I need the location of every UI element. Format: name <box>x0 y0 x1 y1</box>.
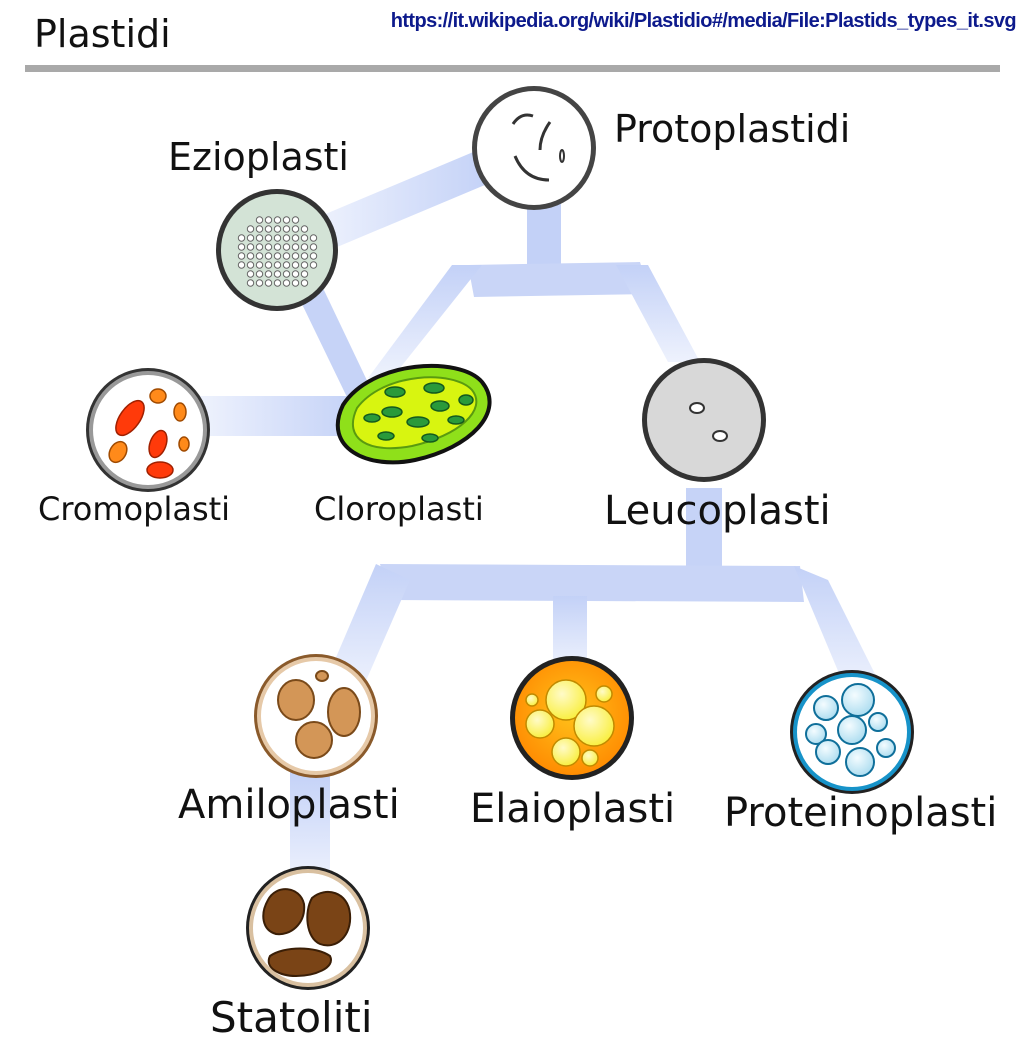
prolamellar-dot <box>291 243 300 251</box>
prolamellar-dot <box>255 216 264 224</box>
prolamellar-dot <box>255 225 264 233</box>
label-leucoplasti: Leucoplasti <box>604 488 831 534</box>
prolamellar-dot <box>300 234 309 242</box>
label-cloroplasti: Cloroplasti <box>314 490 484 528</box>
connector-branch-to-leucoplasti <box>616 265 700 362</box>
prolamellar-dot <box>246 234 255 242</box>
connector-leucoplasti-trunk <box>686 488 722 578</box>
prolamellar-body <box>237 216 318 287</box>
prolamellar-dot <box>282 279 291 287</box>
label-protoplastidi: Protoplastidi <box>614 107 850 151</box>
prolamellar-dot <box>309 243 318 251</box>
prolamellar-dot <box>255 252 264 260</box>
prolamellar-dot <box>246 261 255 269</box>
prolamellar-dot <box>273 216 282 224</box>
prolamellar-dot <box>264 234 273 242</box>
prolamellar-dot <box>282 243 291 251</box>
label-statoliti: Statoliti <box>210 993 373 1042</box>
prolamellar-dot <box>291 225 300 233</box>
prolamellar-dot <box>300 243 309 251</box>
connector-branch-bar-bottom <box>380 564 804 602</box>
prolamellar-dot <box>282 270 291 278</box>
prolamellar-dot <box>282 225 291 233</box>
prolamellar-dot <box>282 252 291 260</box>
prolamellar-dot <box>237 234 246 242</box>
prolamellar-dot <box>246 225 255 233</box>
prolamellar-dot <box>273 279 282 287</box>
label-proteinoplasti: Proteinoplasti <box>724 790 997 836</box>
leucoplasti-plastid <box>642 358 766 482</box>
label-amiloplasti: Amiloplasti <box>178 782 400 828</box>
source-url-link[interactable]: https://it.wikipedia.org/wiki/Plastidio#… <box>390 10 1017 32</box>
prolamellar-dot <box>255 279 264 287</box>
prolamellar-dot <box>273 270 282 278</box>
prolamellar-dot <box>309 252 318 260</box>
elaioplasti-plastid <box>510 656 634 780</box>
prolamellar-dot <box>309 261 318 269</box>
prolamellar-dot <box>282 234 291 242</box>
prolamellar-dot <box>291 252 300 260</box>
prolamellar-dot <box>291 279 300 287</box>
prolamellar-dot <box>309 234 318 242</box>
connector-protoplastidi-ezioplasti <box>316 150 492 250</box>
prolamellar-dot <box>246 252 255 260</box>
prolamellar-dot <box>300 261 309 269</box>
prolamellar-dot <box>291 216 300 224</box>
proteinoplasti-plastid <box>790 670 914 794</box>
connector-amiloplasti-statoliti <box>290 770 330 882</box>
prolamellar-dot <box>282 261 291 269</box>
prolamellar-dot <box>264 261 273 269</box>
prolamellar-dot <box>264 216 273 224</box>
prolamellar-dot <box>282 216 291 224</box>
prolamellar-dot <box>291 270 300 278</box>
prolamellar-dot <box>237 243 246 251</box>
connector-branch-to-cloroplasti <box>368 265 482 378</box>
prolamellar-dot <box>273 243 282 251</box>
connector-branch-to-amiloplasti <box>328 564 410 690</box>
prolamellar-dot <box>237 261 246 269</box>
header-divider <box>25 65 1000 72</box>
connector-branch-bar-top <box>468 262 650 297</box>
prolamellar-dot <box>255 261 264 269</box>
prolamellar-dot <box>246 243 255 251</box>
prolamellar-dot <box>273 234 282 242</box>
label-cromoplasti: Cromoplasti <box>38 490 230 528</box>
prolamellar-dot <box>246 279 255 287</box>
prolamellar-dot <box>264 252 273 260</box>
prolamellar-dot <box>264 225 273 233</box>
label-elaioplasti: Elaioplasti <box>470 786 675 832</box>
page-title: Plastidi <box>34 12 171 56</box>
prolamellar-dot <box>255 270 264 278</box>
prolamellar-dot <box>255 243 264 251</box>
prolamellar-dot <box>300 279 309 287</box>
prolamellar-dot <box>264 270 273 278</box>
prolamellar-dot <box>300 252 309 260</box>
connector-branch-to-elaioplasti <box>553 596 587 668</box>
amiloplasti-plastid <box>254 654 378 778</box>
prolamellar-dot <box>300 225 309 233</box>
protoplastidi-plastid <box>472 86 596 210</box>
prolamellar-dot <box>246 270 255 278</box>
prolamellar-dot <box>291 234 300 242</box>
label-ezioplasti: Ezioplasti <box>168 135 349 179</box>
prolamellar-dot <box>273 252 282 260</box>
cromoplasti-plastid <box>86 368 210 492</box>
prolamellar-dot <box>264 279 273 287</box>
connector-branch-to-proteinoplasti <box>794 566 878 690</box>
prolamellar-dot <box>300 270 309 278</box>
prolamellar-dot <box>291 261 300 269</box>
prolamellar-dot <box>237 252 246 260</box>
prolamellar-dot <box>264 243 273 251</box>
connector-cromoplasti-cloroplasti <box>200 396 360 436</box>
prolamellar-dot <box>273 261 282 269</box>
prolamellar-dot <box>273 225 282 233</box>
prolamellar-dot <box>255 234 264 242</box>
cloroplasti-plastid <box>335 363 492 465</box>
ezioplasti-plastid <box>216 189 338 311</box>
statoliti-plastid <box>246 866 370 990</box>
